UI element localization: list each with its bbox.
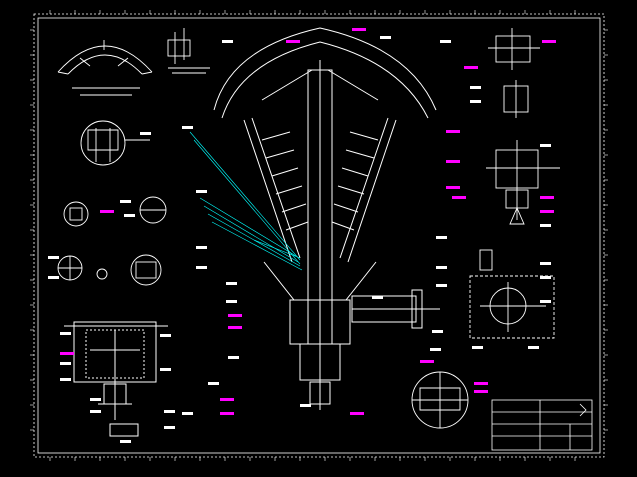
- callout-label-mark: [380, 36, 391, 39]
- callout-label-mark: [436, 266, 447, 269]
- callout-label-mark: [446, 160, 460, 163]
- callout-label-mark: [164, 410, 175, 413]
- callout-label-mark: [100, 210, 114, 213]
- callout-label-mark: [60, 378, 71, 381]
- callout-label-mark: [228, 314, 242, 317]
- callout-label-mark: [226, 282, 237, 285]
- section-lower-right: [469, 249, 555, 339]
- callout-label-mark: [352, 28, 366, 31]
- detail-circle-bottom: [411, 371, 469, 429]
- callout-label-mark: [472, 346, 483, 349]
- callout-label-mark: [446, 130, 460, 133]
- callout-label-mark: [60, 362, 71, 365]
- housing-section-lower-left: [64, 321, 168, 437]
- callout-label-mark: [140, 132, 151, 135]
- callout-label-mark: [372, 296, 383, 299]
- callout-label-mark: [542, 40, 556, 43]
- callout-label-mark: [540, 196, 554, 199]
- callout-label-mark: [120, 200, 131, 203]
- callout-label-mark: [446, 186, 460, 189]
- callout-label-mark: [220, 412, 234, 415]
- callout-label-mark: [540, 224, 551, 227]
- callout-label-mark: [90, 398, 101, 401]
- callout-label-mark: [452, 196, 466, 199]
- callout-label-mark: [440, 40, 451, 43]
- callout-label-mark: [540, 210, 554, 213]
- callout-label-mark: [286, 40, 300, 43]
- callout-label-mark: [196, 246, 207, 249]
- callout-label-mark: [182, 412, 193, 415]
- callout-labels: [48, 28, 556, 443]
- bearing-detail-right: [486, 140, 560, 225]
- callout-label-mark: [540, 300, 551, 303]
- callout-label-mark: [430, 348, 441, 351]
- callout-label-mark: [228, 356, 239, 359]
- callout-label-mark: [196, 190, 207, 193]
- frame-tick-marks: [30, 10, 608, 461]
- callout-label-mark: [436, 284, 447, 287]
- detail-circle-left: [80, 120, 150, 166]
- callout-label-mark: [182, 126, 193, 129]
- callout-label-mark: [48, 256, 59, 259]
- callout-label-mark: [222, 40, 233, 43]
- callout-label-mark: [300, 404, 311, 407]
- detail-circles-small: [57, 196, 167, 286]
- callout-label-mark: [470, 100, 481, 103]
- callout-label-mark: [124, 214, 135, 217]
- callout-label-mark: [120, 440, 131, 443]
- callout-label-mark: [528, 346, 539, 349]
- leader-lines: [189, 131, 303, 271]
- callout-label-mark: [60, 352, 74, 355]
- detail-top-right: [488, 28, 540, 118]
- title-block: [491, 399, 593, 451]
- callout-label-mark: [160, 334, 171, 337]
- callout-label-mark: [196, 266, 207, 269]
- callout-label-mark: [60, 332, 71, 335]
- callout-label-mark: [48, 276, 59, 279]
- callout-label-mark: [464, 66, 478, 69]
- drawing-frame: [33, 13, 605, 458]
- bolt-detail-top: [167, 28, 210, 74]
- callout-label-mark: [220, 398, 234, 401]
- callout-label-mark: [540, 276, 551, 279]
- callout-label-mark: [164, 426, 175, 429]
- callout-label-mark: [540, 262, 551, 265]
- callout-label-mark: [90, 410, 101, 413]
- crusher-main-body: [213, 27, 440, 410]
- callout-label-mark: [208, 382, 219, 385]
- callout-label-mark: [470, 86, 481, 89]
- callout-label-mark: [228, 326, 242, 329]
- arc-section-view: [57, 40, 153, 96]
- callout-label-mark: [474, 390, 488, 393]
- callout-label-mark: [474, 382, 488, 385]
- callout-label-mark: [420, 360, 434, 363]
- callout-label-mark: [436, 236, 447, 239]
- callout-label-mark: [350, 412, 364, 415]
- callout-label-mark: [432, 330, 443, 333]
- callout-label-mark: [226, 300, 237, 303]
- callout-label-mark: [540, 144, 551, 147]
- callout-label-mark: [160, 368, 171, 371]
